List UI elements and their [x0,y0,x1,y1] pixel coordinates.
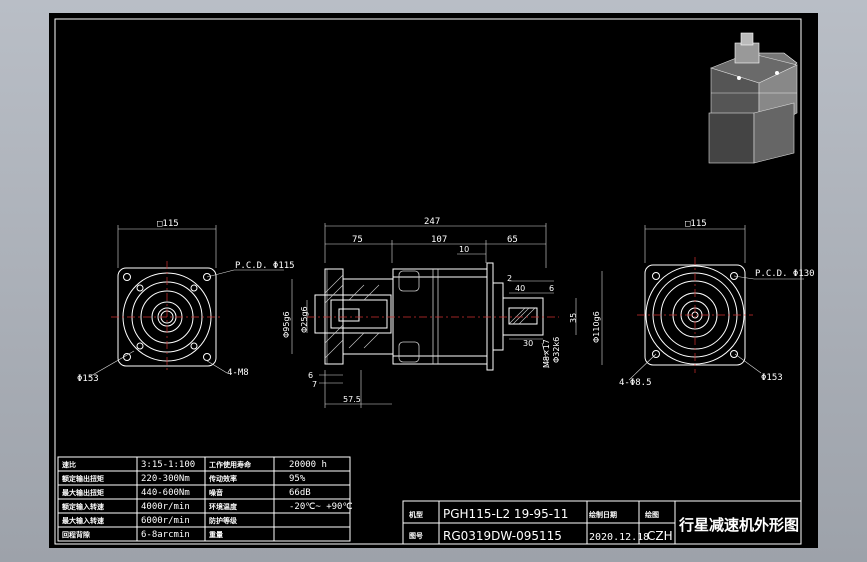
spec-cell: 环境温度 [209,502,238,511]
dim-dia-32: Φ32k6 [552,337,561,363]
spec-cell: 4000r/min [141,502,190,512]
dim-35: 35 [569,313,578,323]
left-holes-label: 4-M8 [227,368,249,378]
right-pcd-label: P.C.D. Φ130 [755,269,815,279]
left-flange-dia-label: Φ153 [77,374,99,384]
date-label: 绘制日期 [589,510,617,519]
right-width-label: □115 [685,219,707,229]
dim-30: 30 [523,339,533,348]
drawing-sheet: □115 P.C.D. Φ115 Φ153 4-M8 [49,13,818,548]
dim-dia-95: Φ95g6 [282,311,291,338]
spec-cell: 20000 h [289,460,327,470]
right-flange-view [628,225,804,381]
dim-dia-110: Φ110g6 [592,311,601,343]
left-width-label: □115 [157,219,179,229]
spec-cell: 重量 [209,530,223,539]
spec-cell: 最大输入转速 [62,516,104,525]
right-holes-label: 4-Φ8.5 [619,378,652,388]
dim-6: 6 [549,284,554,293]
drawing-no-label: 图号 [409,531,423,540]
dim-10: 10 [459,245,469,254]
spec-table: 速比 3:15-1:100 工作使用寿命 20000 h 额定输出扭矩 220-300Nm… [61,460,353,540]
drawing-no-value: RG0319DW-095115 [443,529,562,543]
spec-table-grid [57,456,351,542]
spec-cell: 最大输出扭矩 [62,488,104,497]
spec-cell: 回程背隙 [62,530,90,539]
spec-cell: 速比 [62,460,76,469]
right-flange-dia-label: Φ153 [761,373,783,383]
dim-m8-17: M8×17 [542,339,551,368]
spec-cell: 6000r/min [141,516,190,526]
drafter-label: 绘图 [645,510,659,519]
dim-2: 2 [507,274,512,283]
left-flange-view [88,225,284,378]
dim-6b: 6 [308,371,313,380]
dim-57-5: 57.5 [343,395,361,404]
dim-seg-b: 107 [431,235,447,245]
drawing-canvas: □115 P.C.D. Φ115 Φ153 4-M8 [54,18,815,545]
model-value: PGH115-L2 19-95-11 [443,507,568,521]
title-block-grid [402,500,802,545]
drafter-value: CZH [647,529,673,543]
drawing-title: 行星减速机外形图 [678,516,799,534]
spec-cell: 66dB [289,488,311,498]
dim-seg-a: 75 [352,235,363,245]
type-label: 机型 [409,510,423,519]
spec-cell: 传动效率 [208,474,237,483]
spec-cell: 额定输入转速 [61,502,104,511]
dim-40: 40 [515,284,525,293]
dim-dia-25: Φ25g6 [300,306,309,333]
side-section-view [291,223,603,408]
spec-cell: 额定输出扭矩 [61,474,104,483]
spec-cell: 95% [289,474,306,484]
spec-cell: 3:15-1:100 [141,460,195,470]
iso-gearbox-image [708,32,798,164]
dim-7: 7 [312,380,317,389]
date-value: 2020.12.18 [589,532,649,543]
spec-cell: -20℃~ +90℃ [289,502,353,512]
dim-seg-c: 65 [507,235,518,245]
spec-cell: 噪音 [209,488,223,497]
dim-overall: 247 [424,217,440,227]
spec-cell: 220-300Nm [141,474,190,484]
spec-cell: 440-600Nm [141,488,190,498]
spec-cell: 防护等级 [209,516,238,525]
spec-cell: 6-8arcmin [141,530,190,540]
left-pcd-label: P.C.D. Φ115 [235,261,295,271]
spec-cell: 工作使用寿命 [209,460,252,469]
